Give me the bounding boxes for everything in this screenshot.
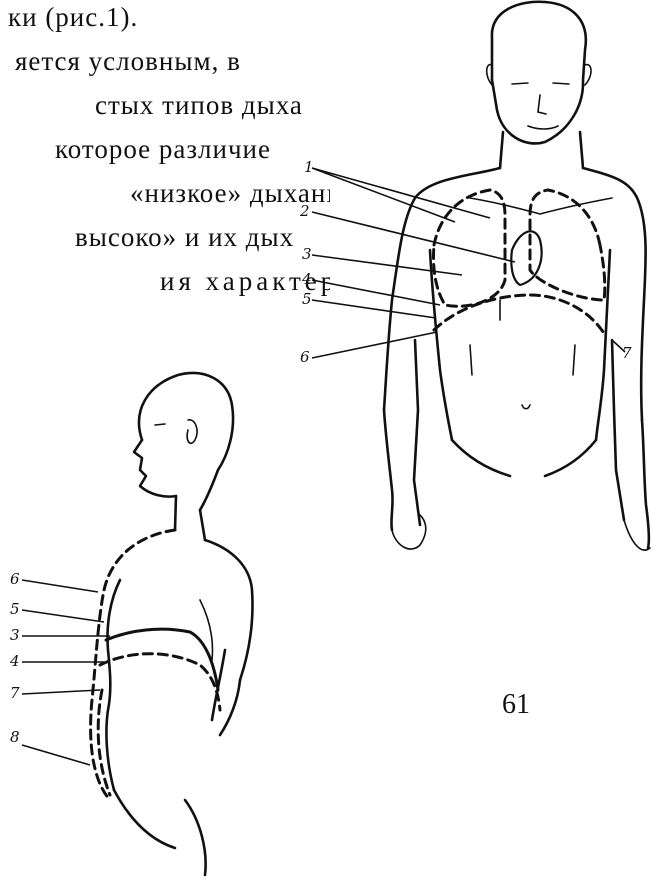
front-label-6: 6 [300, 348, 310, 366]
front-label-3: 3 [302, 245, 312, 263]
side-label-7: 7 [10, 684, 20, 702]
front-label-4: 4 [301, 270, 312, 288]
side-label-6: 6 [10, 570, 20, 588]
front-label-2: 2 [299, 202, 310, 220]
side-label-3: 3 [10, 626, 20, 644]
front-label-7: 7 [622, 344, 632, 362]
front-view-figure [312, 2, 650, 550]
front-view-labels: 1 2 3 4 5 6 7 [299, 158, 632, 366]
front-label-5: 5 [302, 290, 312, 308]
page-number: 61 [502, 688, 530, 722]
side-view-figure [22, 373, 253, 875]
side-view-labels: 6 5 3 4 7 8 [9, 570, 20, 746]
side-label-4: 4 [9, 652, 20, 670]
front-label-1: 1 [304, 158, 314, 176]
side-label-5: 5 [10, 600, 20, 618]
side-label-8: 8 [10, 728, 20, 746]
